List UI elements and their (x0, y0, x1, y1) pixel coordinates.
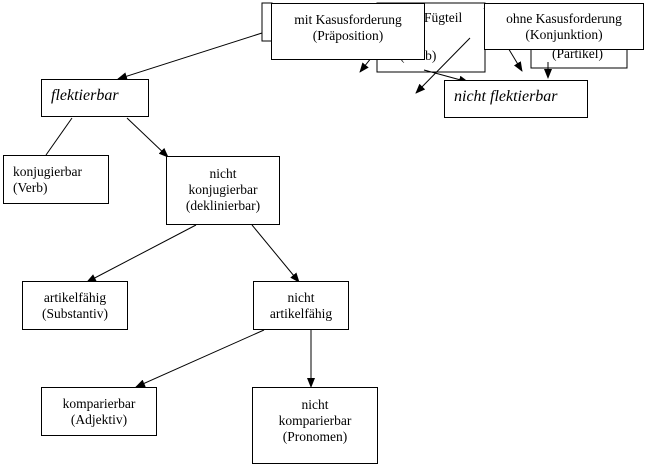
edge-nk-to-artikelfaehig (86, 224, 197, 283)
edge-fl-to-konjugierbar (45, 117, 73, 156)
edge-top-to-flektierbar (117, 32, 263, 81)
edge-nk-to-nicht-artikelfaehig (251, 224, 300, 283)
node-nicht-flektierbar: nicht flektierbar (444, 80, 588, 118)
node-artikelfaehig: artikelfähig (Substantiv) (22, 281, 128, 330)
node-nicht-konjugierbar: nicht konjugierbar (deklinierbar) (166, 156, 280, 225)
node-ohne-kasusforderung: ohne Kasusforderung (Konjunktion) (484, 3, 644, 50)
node-komparierbar: komparierbar (Adjektiv) (41, 387, 157, 436)
fuegteil-fragment: Fügteil (424, 10, 463, 25)
node-nicht-komparierbar: nicht komparierbar (Pronomen) (252, 387, 378, 464)
edge-na-to-komparierbar (135, 329, 265, 388)
node-konjugierbar: konjugierbar (Verb) (3, 155, 109, 204)
node-nicht-artikelfaehig: nicht artikelfähig (253, 281, 349, 330)
node-flektierbar: flektierbar (41, 79, 149, 117)
edge-top-to-mid-2 (415, 37, 471, 94)
node-mit-kasusforderung: mit Kasusforderung (Präposition) (271, 3, 425, 60)
edge-fl-to-nicht-konjugierbar (126, 117, 169, 158)
